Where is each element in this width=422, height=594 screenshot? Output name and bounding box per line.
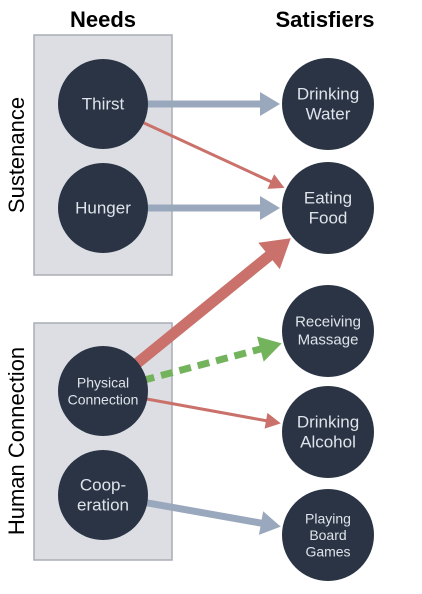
need-circle xyxy=(58,450,148,540)
need-circle xyxy=(58,59,148,149)
need-label-line: Thirst xyxy=(82,95,125,114)
satisfier-circle xyxy=(282,162,374,254)
need-node-hunger: Hunger xyxy=(58,163,148,253)
link-physical-to-alcohol xyxy=(143,396,281,429)
need-circle xyxy=(58,163,148,253)
need-node-thirst: Thirst xyxy=(58,59,148,149)
need-label-line: Hunger xyxy=(75,199,131,218)
satisfier-label-line: Food xyxy=(309,209,348,228)
link-physical-to-food xyxy=(131,238,291,370)
satisfier-label-line: Drinking xyxy=(297,412,359,431)
satisfier-circle xyxy=(282,386,374,478)
arrow-head xyxy=(267,174,285,189)
arrow-head xyxy=(258,511,281,535)
arrow-head xyxy=(260,196,280,220)
satisfier-label-line: Playing xyxy=(305,510,351,526)
link-hunger-to-food xyxy=(144,196,280,220)
arrow-head xyxy=(258,238,291,270)
satisfier-label-line: Drinking xyxy=(297,84,359,103)
link-line xyxy=(131,251,274,370)
satisfier-circle xyxy=(282,285,374,377)
need-label-line: eration xyxy=(77,496,129,515)
links-layer xyxy=(131,92,291,535)
nodes-layer: ThirstHungerPhysicalConnectionCoop-erati… xyxy=(58,58,374,581)
link-line xyxy=(142,498,263,527)
satisfier-label-line: Water xyxy=(306,105,351,124)
satisfier-circle xyxy=(282,58,374,150)
satisfier-label-line: Eating xyxy=(304,188,352,207)
satisfier-label-line: Alcohol xyxy=(300,433,356,452)
need-label-line: Connection xyxy=(68,391,139,407)
satisfier-circle xyxy=(282,489,374,581)
arrow-head xyxy=(260,92,280,116)
satisfier-label-line: Receiving xyxy=(295,314,361,331)
arrow-head xyxy=(264,412,281,429)
group-label-sustenance: Sustenance xyxy=(4,97,29,213)
satisfiers-header: Satisfiers xyxy=(275,7,374,32)
need-node-coop: Coop-eration xyxy=(58,450,148,540)
need-label-line: Coop- xyxy=(80,475,126,494)
link-coop-to-games xyxy=(142,498,281,535)
link-physical-to-massage xyxy=(141,336,282,384)
group-label-human-connection: Human Connection xyxy=(4,347,29,535)
link-thirst-to-water xyxy=(144,92,280,116)
need-label-line: Physical xyxy=(77,375,129,391)
need-circle xyxy=(58,346,148,436)
link-line xyxy=(139,119,273,184)
needs-header: Needs xyxy=(70,7,136,32)
arrow-head xyxy=(257,336,282,362)
satisfier-label-line: Games xyxy=(305,544,350,560)
link-thirst-to-food xyxy=(139,119,285,189)
link-line xyxy=(143,396,268,423)
satisfier-label-line: Board xyxy=(309,527,346,543)
satisfier-label-line: Massage xyxy=(298,331,359,348)
link-line xyxy=(141,345,263,384)
